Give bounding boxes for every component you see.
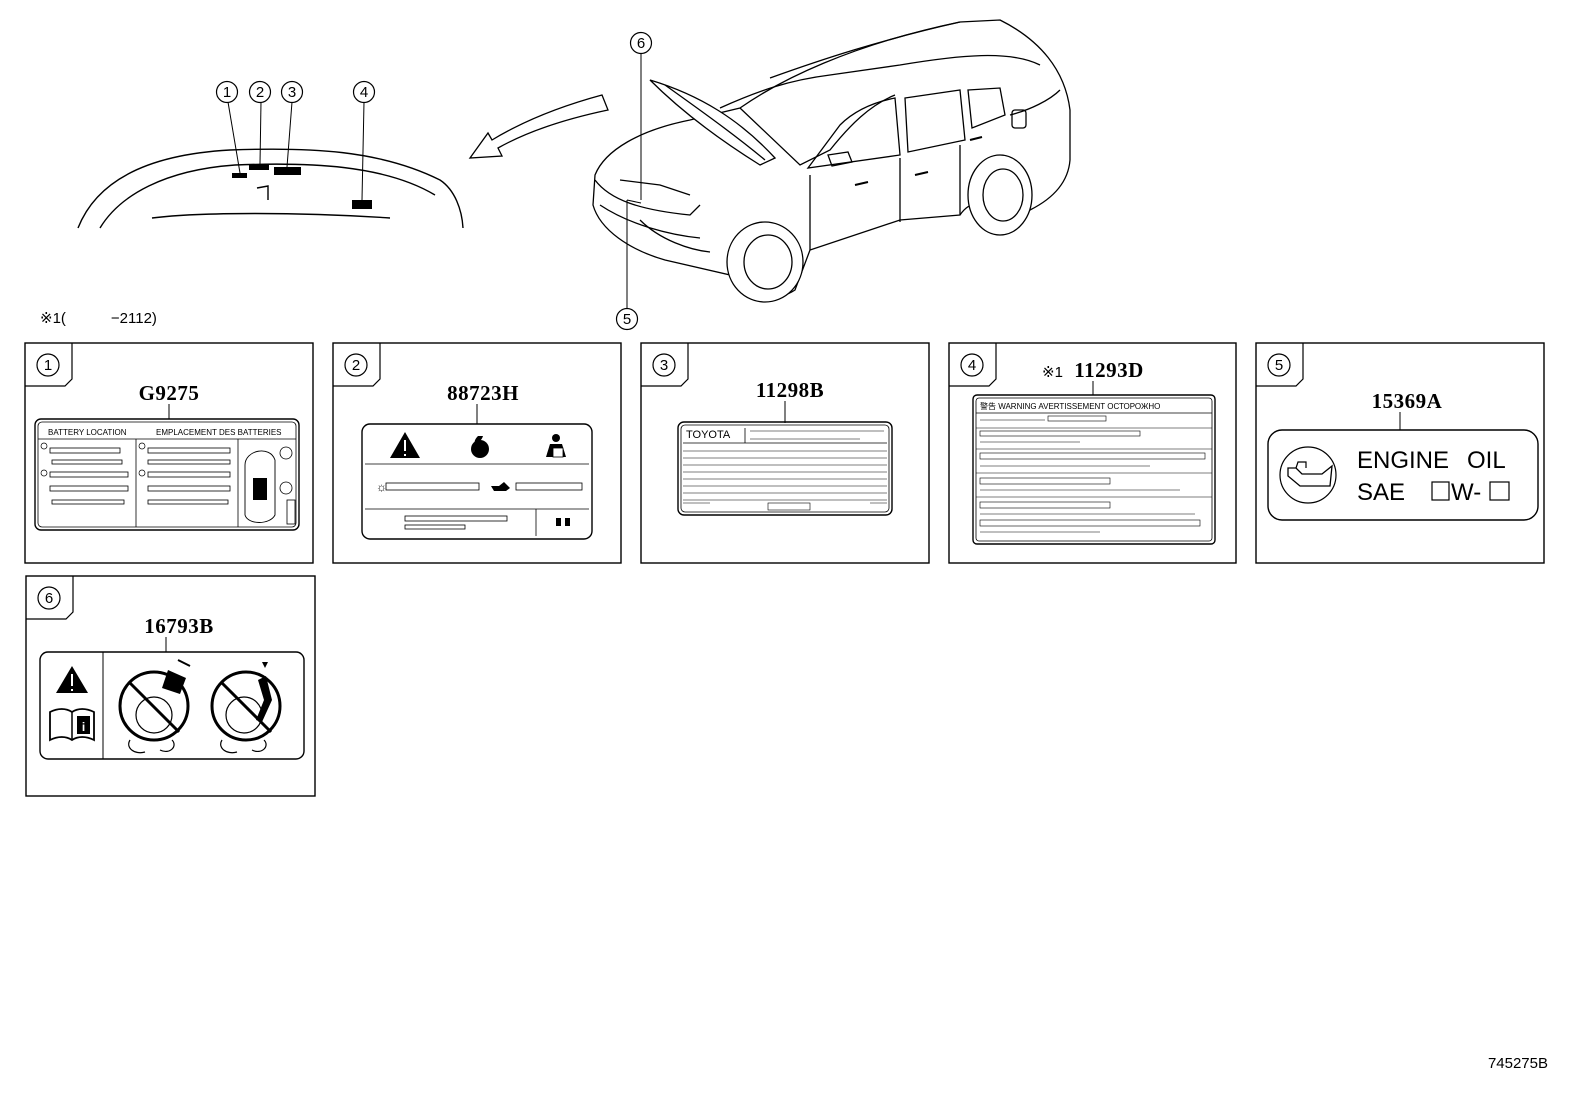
svg-text:5: 5 [1275, 357, 1283, 374]
view-direction-arrow [468, 94, 609, 159]
part-number-88723h: 88723H [447, 381, 519, 405]
diagram-id: 745275B [1488, 1055, 1548, 1072]
svg-text:EMPLACEMENT DES BATTERIES: EMPLACEMENT DES BATTERIES [156, 428, 282, 437]
svg-text:SAE: SAE [1357, 479, 1405, 506]
part-number-g9275: G9275 [139, 381, 200, 405]
svg-text:4: 4 [968, 357, 976, 374]
svg-text:TOYOTA: TOYOTA [686, 429, 731, 441]
svg-text:2: 2 [352, 357, 360, 374]
svg-text:3: 3 [288, 84, 296, 101]
overview-callout-4: 4 [352, 80, 376, 104]
svg-text:1: 1 [223, 84, 231, 101]
part-number-11298b: 11298B [756, 378, 824, 402]
no-spray-fan-icon [210, 662, 282, 754]
hood-underside-view [77, 101, 464, 229]
part-number-16793b: 16793B [144, 614, 214, 638]
svg-text:OIL: OIL [1467, 447, 1506, 474]
flame-icon [471, 436, 489, 458]
overview-callout-3: 3 [280, 80, 304, 104]
label-panel-4: 4 ※1 11293D 警告 WARNING AVERTISSEMENT ОСТ… [948, 342, 1237, 564]
engine-oil-can-icon [1279, 446, 1337, 504]
svg-text:3: 3 [660, 357, 668, 374]
label-location-4 [352, 200, 372, 209]
label-location-1 [232, 173, 247, 178]
label-location-3 [274, 167, 301, 175]
svg-text:BATTERY LOCATION: BATTERY LOCATION [48, 428, 127, 437]
svg-text:W-: W- [1451, 479, 1481, 506]
manual-book-icon: i [49, 708, 95, 742]
part-number-15369a: 15369A [1372, 389, 1443, 413]
svg-text:警告 WARNING AVERTISSEMENT ОСТОР: 警告 WARNING AVERTISSEMENT ОСТОРОЖНО [980, 401, 1160, 411]
sun-icon: ☼ [376, 480, 387, 494]
svg-text:5: 5 [623, 311, 631, 328]
oil-can-icon [491, 482, 510, 491]
label-panel-1: 1 G9275 BATTERY LOCATION EMPLACEMENT DES… [24, 342, 314, 564]
vehicle-illustration [592, 19, 1071, 303]
svg-text:6: 6 [45, 590, 53, 607]
no-water-spray-fan-icon [118, 659, 191, 754]
overview-callout-5: 5 [615, 307, 639, 331]
label-panel-5: 5 15369A ENGINE OIL SAE W- [1255, 342, 1545, 564]
svg-text:1: 1 [44, 357, 52, 374]
label-panel-2: 2 88723H ☼ [332, 342, 622, 564]
part-number-11293d: 11293D [1074, 358, 1144, 382]
svg-text:6: 6 [637, 35, 645, 52]
svg-text:i: i [82, 720, 85, 734]
applicability-note: ※1( −2112) [40, 310, 157, 327]
svg-text:2: 2 [256, 84, 264, 101]
label-panel-6: 6 16793B i [25, 575, 316, 797]
overview-callout-1: 1 [215, 80, 239, 104]
note-mark: ※1 [1042, 364, 1063, 381]
label-location-2 [249, 164, 269, 170]
label-panel-3: 3 11298B TOYOTA [640, 342, 930, 564]
overview-callout-6: 6 [629, 31, 653, 55]
read-manual-person-icon [546, 434, 566, 458]
overview-callout-2: 2 [248, 80, 272, 104]
svg-text:ENGINE: ENGINE [1357, 447, 1449, 474]
svg-text:4: 4 [360, 84, 368, 101]
